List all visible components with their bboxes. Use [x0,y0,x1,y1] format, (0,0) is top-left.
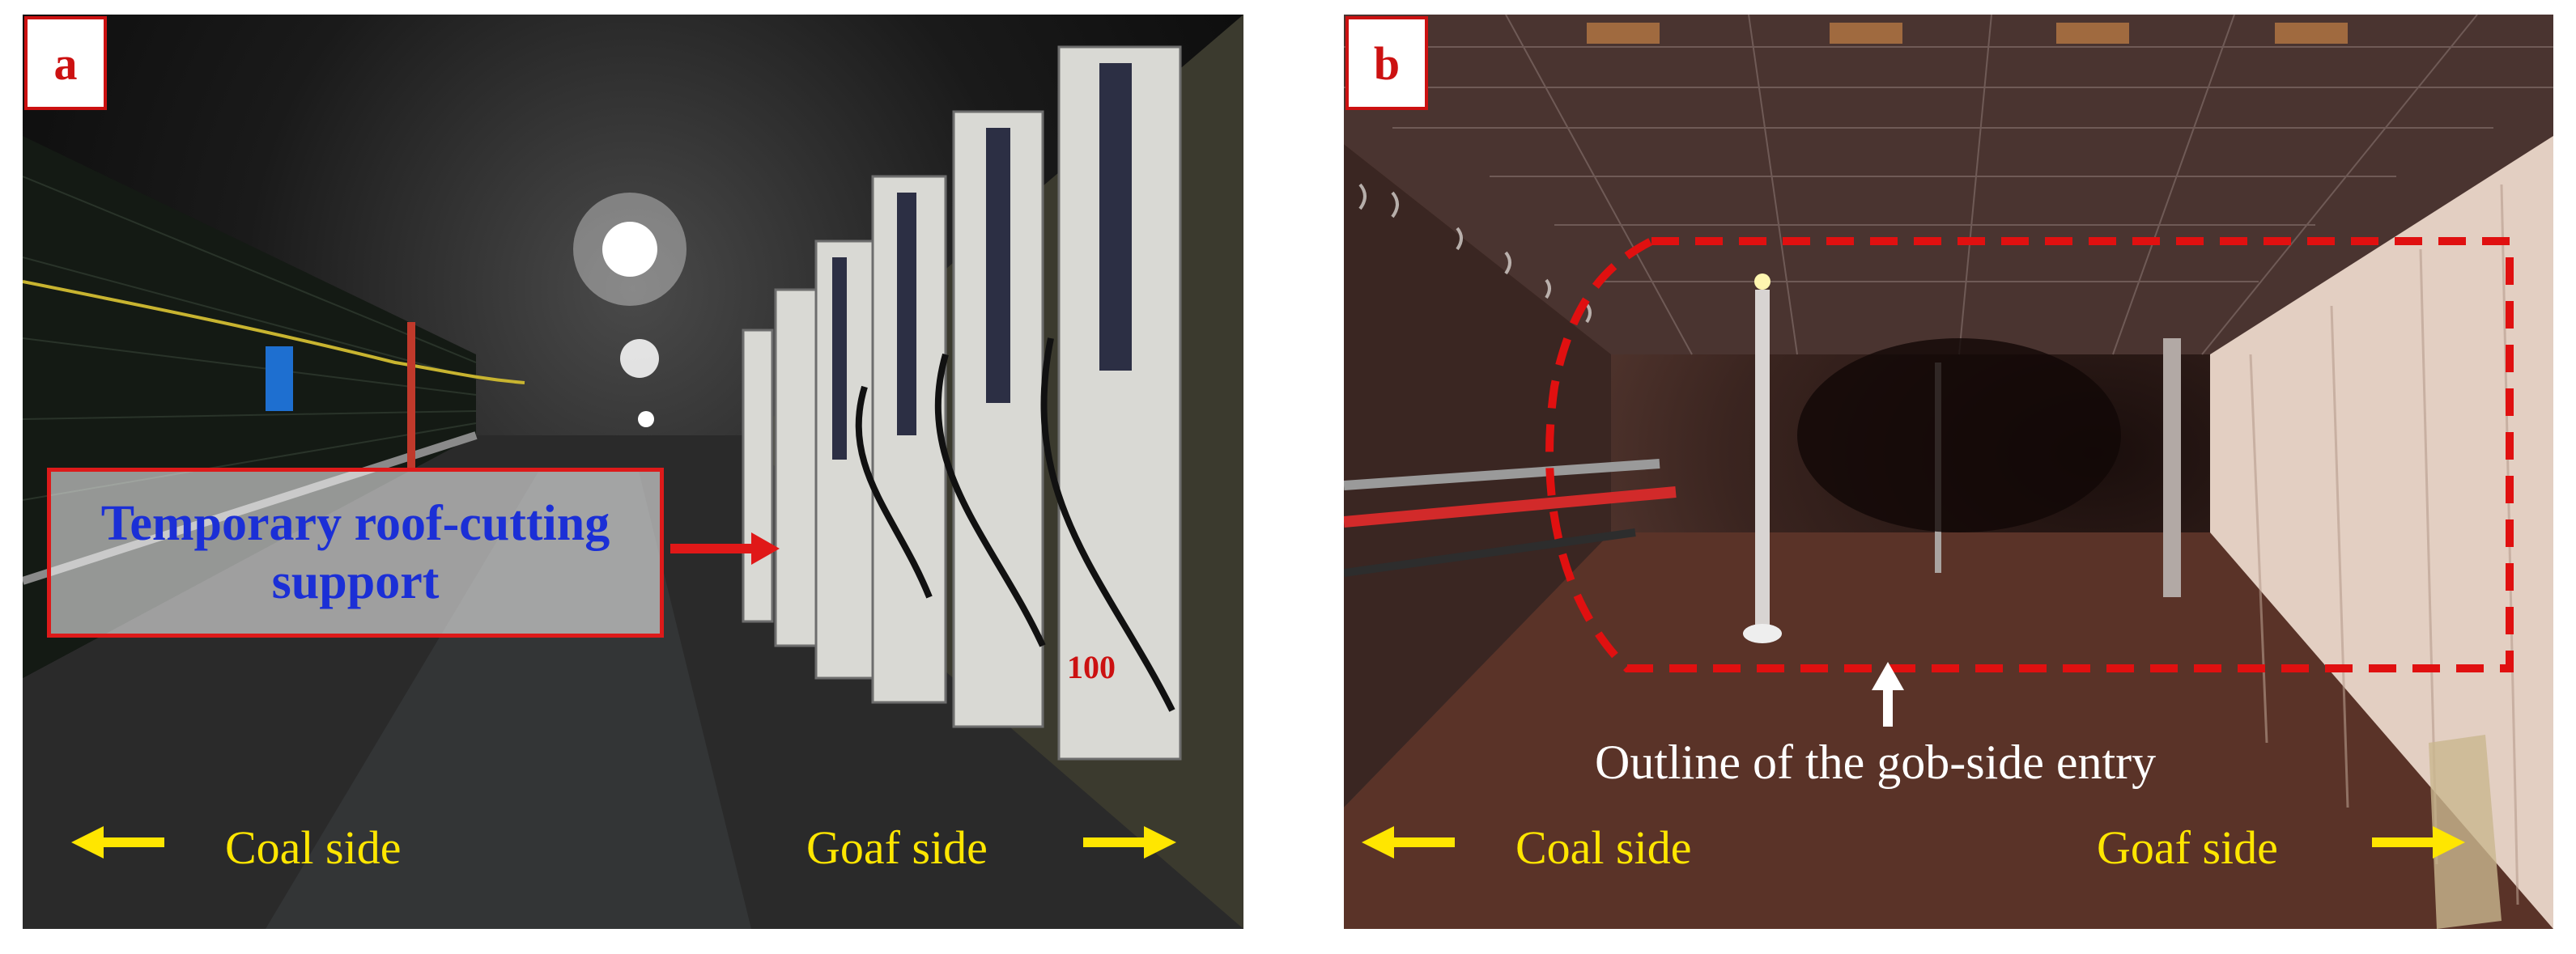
roof-cutting-support-callout: Temporary roof-cutting support [47,468,664,638]
photo-panel-a: 100 a Temporary roof-cutting support Coa… [23,15,1243,929]
callout-line-1: Temporary roof-cutting [100,496,610,551]
gob-side-entry-caption: Outline of the gob-side entry [1595,736,2157,789]
photo-panel-b: b Outline of the gob-side entry Coal sid… [1344,15,2553,929]
svg-text:100: 100 [1067,649,1116,685]
coal-side-label-b: Coal side [1515,821,1692,874]
goaf-side-label-b: Goaf side [2097,821,2278,874]
blue-sign-a [266,346,293,411]
panel-label-a: a [24,16,107,110]
gob-side-entry-outline [1545,237,2514,672]
callout-line-2: support [271,554,440,609]
tunnel-scene-b [1344,15,2553,929]
coal-side-label-a: Coal side [225,821,402,874]
goaf-side-label-a: Goaf side [806,821,988,874]
panel-label-b: b [1345,16,1428,110]
